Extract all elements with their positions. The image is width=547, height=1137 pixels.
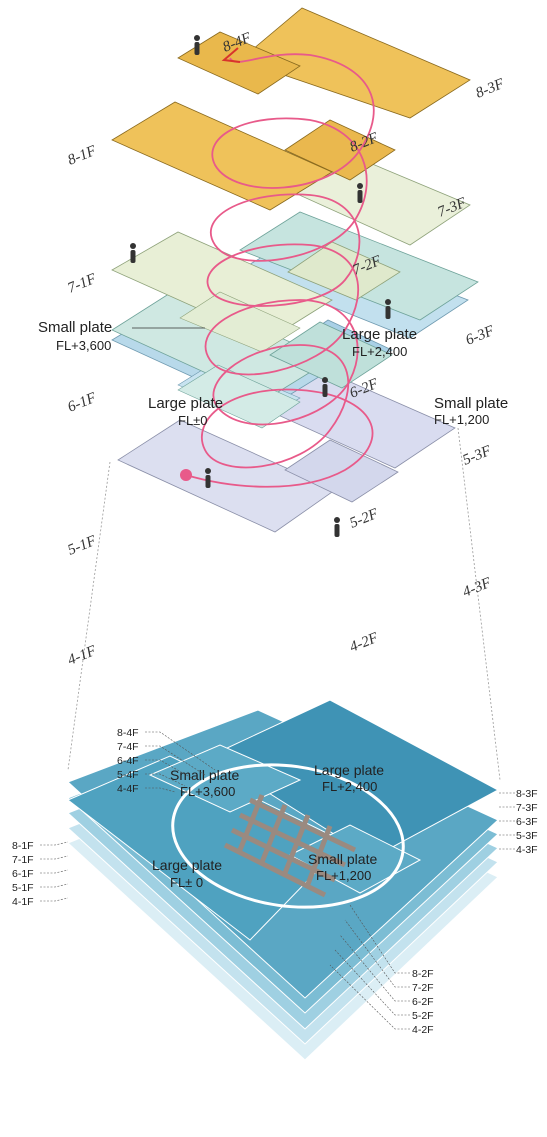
- floor-label-5-1F: 5-1F: [66, 533, 100, 559]
- exploded-large-plate-b-level: FL±0: [178, 413, 208, 428]
- stair-grid: [223, 794, 357, 898]
- stack-tag-8-2F: 8-2F: [412, 968, 434, 980]
- stack-tag-5-4F: 5-4F: [117, 769, 139, 781]
- person-icon: [130, 243, 136, 263]
- exploded-large-plate-b-name: Large plate: [148, 395, 223, 412]
- stack-large-plate-a-level: FL+2,400: [322, 779, 377, 794]
- stack-tag-5-1F: 5-1F: [12, 882, 34, 894]
- stack-tag-4-2F: 4-2F: [412, 1024, 434, 1036]
- stack-tag-8-4F: 8-4F: [117, 727, 139, 739]
- stack-small-plate-b-level: FL+1,200: [316, 868, 371, 883]
- stack-tag-4-3F: 4-3F: [516, 844, 538, 856]
- stack-tag-8-1F: 8-1F: [12, 840, 34, 852]
- guide-line-left: [67, 461, 111, 771]
- stack-large-plate-b-name: Large plate: [152, 857, 222, 873]
- stack-tag-8-3F: 8-3F: [516, 788, 538, 800]
- floor-label-4-3F: 4-3F: [461, 575, 495, 601]
- floor-8-group: [111, 7, 471, 211]
- person-icon: [385, 299, 391, 319]
- plate-8-3F: [239, 7, 471, 119]
- floor-label-6-1F: 6-1F: [66, 390, 100, 416]
- stack-tag-5-3F: 5-3F: [516, 830, 538, 842]
- stack-tag-7-2F: 7-2F: [412, 982, 434, 994]
- exploded-large-plate-a-level: FL+2,400: [352, 344, 407, 359]
- stack-group: [67, 699, 500, 1061]
- person-icon: [334, 517, 340, 537]
- stack-large-plate-b-level: FL± 0: [170, 875, 203, 890]
- exploded-large-plate-a-name: Large plate: [342, 326, 417, 343]
- route-spiral: [185, 53, 375, 488]
- floor-label-6-3F: 6-3F: [464, 323, 498, 349]
- stack-top-plate-3f: [208, 699, 500, 859]
- stack-large-plate-a-name: Large plate: [314, 762, 384, 778]
- person-icon: [322, 377, 328, 397]
- stack-tag-4-1F: 4-1F: [12, 896, 34, 908]
- route-arrow-icon: [221, 47, 241, 63]
- exploded-small-plate-a-level: FL+3,600: [56, 338, 111, 353]
- floor-label-5-2F: 5-2F: [348, 506, 382, 532]
- stack-small-plate-a-level: FL+3,600: [180, 784, 235, 799]
- stack-tag-6-3F: 6-3F: [516, 816, 538, 828]
- plate-6-2F: [269, 321, 393, 389]
- guide-line-right: [457, 427, 501, 781]
- person-icon: [205, 468, 211, 488]
- floor-label-4-2F: 4-2F: [348, 630, 382, 656]
- stack-tag-7-1F: 7-1F: [12, 854, 34, 866]
- floor-label-7-1F: 7-1F: [66, 271, 100, 297]
- floor-label-8-3F: 8-3F: [474, 76, 508, 102]
- exploded-small-plate-a-name: Small plate: [38, 319, 112, 336]
- route-start-dot: [180, 469, 192, 481]
- plate-8-2F: [284, 119, 396, 181]
- stack-tag-4-4F: 4-4F: [117, 783, 139, 795]
- stack-small-plate-b-name: Small plate: [308, 851, 377, 867]
- stack-tag-7-4F: 7-4F: [117, 741, 139, 753]
- stack-tag-5-2F: 5-2F: [412, 1010, 434, 1022]
- stack-tag-6-2F: 6-2F: [412, 996, 434, 1008]
- exploded-small-plate-b-name: Small plate: [434, 395, 508, 412]
- person-icon: [194, 35, 200, 55]
- stack-tag-7-3F: 7-3F: [516, 802, 538, 814]
- floor-label-8-1F: 8-1F: [66, 143, 100, 169]
- person-icon: [357, 183, 363, 203]
- plate-7-under: [179, 291, 301, 353]
- exploded-small-plate-b-level: FL+1,200: [434, 412, 489, 427]
- stack-tag-6-4F: 6-4F: [117, 755, 139, 767]
- stack-tag-6-1F: 6-1F: [12, 868, 34, 880]
- stack-route-ellipse: [171, 763, 405, 909]
- tag-leaders: [40, 731, 515, 1030]
- floor-label-5-3F: 5-3F: [461, 443, 495, 469]
- plate-8-4F: [177, 31, 301, 95]
